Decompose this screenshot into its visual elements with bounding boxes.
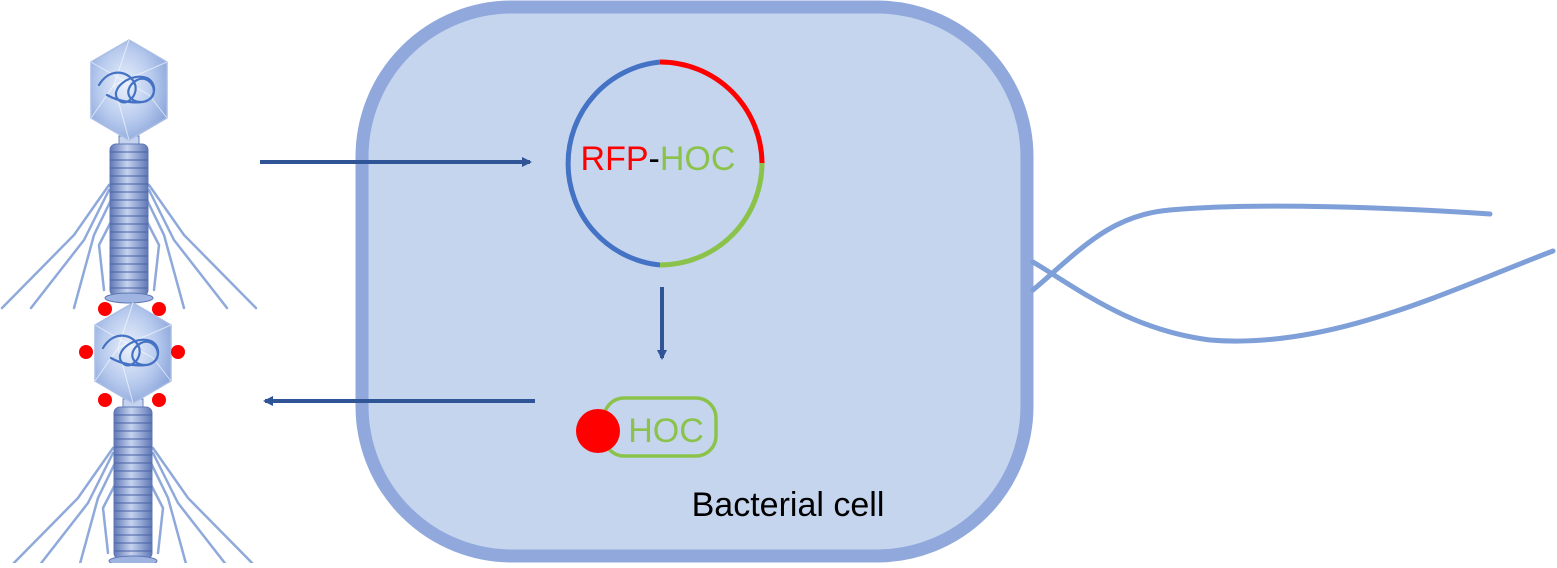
hoc-label: HOC — [660, 140, 736, 178]
bacteriophage-rfp-decorated-icon — [4, 301, 262, 568]
rfp-label: RFP — [581, 140, 649, 178]
rfp-dot — [152, 302, 166, 316]
plasmid — [565, 59, 765, 268]
bacterial-cell-body — [355, 0, 1034, 563]
plasmid-backbone — [565, 59, 661, 268]
rfp-dot — [79, 345, 93, 359]
plasmid-rfp-segment — [659, 59, 765, 164]
bacterial-cell-label: Bacterial cell — [692, 486, 885, 524]
plasmid-hoc-segment — [659, 162, 765, 268]
rfp-dot — [171, 345, 185, 359]
plasmid-label: RFP-HOC — [581, 140, 736, 178]
rfp-dot — [98, 302, 112, 316]
flagellum — [1030, 203, 1556, 344]
hoc-protein-label: HOC — [628, 412, 704, 450]
rfp-hoc-fusion-protein: HOC — [576, 396, 718, 458]
rfp-dot — [98, 393, 112, 407]
fusion-dash: - — [649, 140, 660, 178]
bacteriophage-icon — [0, 38, 258, 310]
rfp-dot — [152, 393, 166, 407]
rfp-protein-icon — [576, 409, 620, 453]
